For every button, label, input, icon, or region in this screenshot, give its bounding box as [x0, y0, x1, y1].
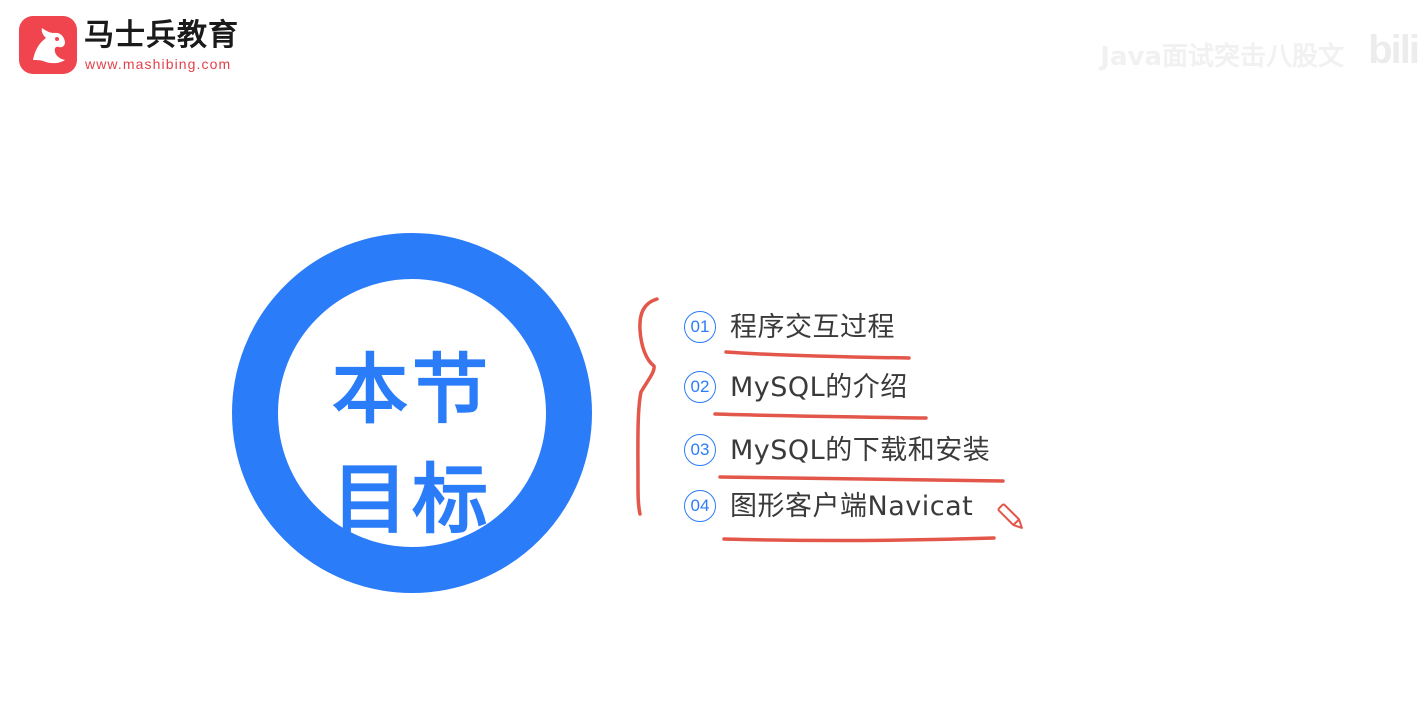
bilibili-logo-icon: bili — [1368, 28, 1420, 72]
section-goal-ring: 本节 目标 — [232, 233, 592, 593]
brand-url: www.mashibing.com — [85, 56, 232, 72]
underline-item-1 — [724, 350, 911, 360]
pencil-icon — [997, 503, 1023, 529]
underline-item-2 — [713, 412, 928, 420]
ring-title-line-1: 本节 — [332, 345, 492, 434]
number-badge: 01 — [684, 311, 716, 343]
agenda-item-label: MySQL的介绍 — [730, 372, 908, 403]
brand-logo-icon — [19, 16, 77, 74]
agenda-item-label: 程序交互过程 — [730, 312, 895, 343]
agenda-item-label: 图形客户端Navicat — [730, 491, 974, 522]
brand-name: 马士兵教育 — [84, 18, 239, 53]
ring-title-line-2: 目标 — [332, 455, 492, 544]
number-badge: 04 — [684, 490, 716, 522]
watermark-text: Java面试突击八股文 — [1100, 42, 1344, 72]
agenda-item-label: MySQL的下载和安装 — [730, 435, 991, 466]
curly-brace-annotation — [636, 297, 659, 516]
number-badge: 03 — [684, 434, 716, 466]
number-badge: 02 — [684, 371, 716, 403]
underline-item-3 — [718, 475, 1005, 483]
underline-item-4 — [722, 536, 996, 543]
